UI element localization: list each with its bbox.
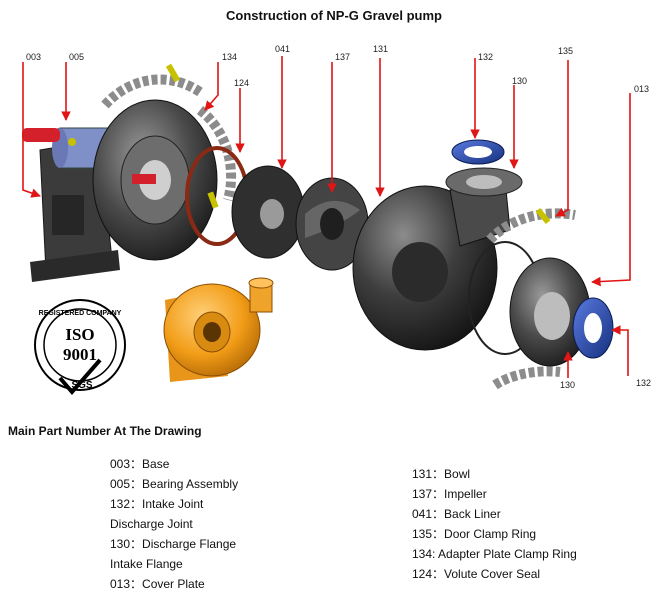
iso-certification-logo xyxy=(34,299,126,396)
callout-005: 005 xyxy=(69,52,85,62)
logo-iso-text: ISO xyxy=(65,325,94,344)
assembled-pump-image xyxy=(163,277,274,382)
part-item: 005：Bearing Assembly xyxy=(110,477,239,491)
callout-arrows xyxy=(22,56,631,378)
logo-sgs-text: SGS xyxy=(71,380,92,391)
door-clamp-ring xyxy=(486,207,576,390)
part-item: 003：Base xyxy=(110,457,170,471)
cover-plate xyxy=(509,257,591,367)
arrow-132b xyxy=(611,325,629,376)
callout-137: 137 xyxy=(335,52,351,62)
part-item: 041：Back Liner xyxy=(412,507,501,521)
arrow-135 xyxy=(555,60,569,217)
part-item: 131：Bowl xyxy=(412,467,471,481)
discharge-joint xyxy=(445,139,523,197)
arrow-013 xyxy=(591,93,631,287)
parts-list-left: 003：Base 005：Bearing Assembly 132：Intake… xyxy=(110,454,238,594)
callout-130-bottom: 130 xyxy=(560,380,576,390)
callout-013: 013 xyxy=(634,84,650,94)
back-liner xyxy=(231,165,305,259)
callout-130-top: 130 xyxy=(512,76,528,86)
callout-134: 134 xyxy=(222,52,238,62)
part-item: Discharge Joint xyxy=(110,517,193,531)
intake-joint-ring xyxy=(572,297,614,359)
parts-list-right: 131：Bowl 137：Impeller 041：Back Liner 135… xyxy=(412,464,577,584)
arrow-134 xyxy=(204,62,219,111)
part-item: 137：Impeller xyxy=(412,487,487,501)
part-item: 124：Volute Cover Seal xyxy=(412,567,541,581)
arrow-003 xyxy=(22,62,41,198)
logo-top-text: REGISTERED COMPANY xyxy=(39,310,122,317)
frame-plate xyxy=(92,99,218,261)
callout-003: 003 xyxy=(26,52,42,62)
callout-135: 135 xyxy=(558,46,574,56)
callout-041: 041 xyxy=(275,44,291,54)
diagram-title: Construction of NP-G Gravel pump xyxy=(226,8,442,23)
part-item: 132：Intake Joint xyxy=(110,497,204,511)
logo-9001-text: 9001 xyxy=(63,345,97,364)
callout-132-bottom: 132 xyxy=(636,378,652,388)
part-item: Intake Flange xyxy=(110,557,183,571)
impeller xyxy=(295,177,369,271)
part-item: 134: Adapter Plate Clamp Ring xyxy=(412,547,577,561)
bowl-casing xyxy=(352,179,511,351)
exploded-pump-diagram: REGISTERED COMPANY ISO 9001 SGS xyxy=(22,56,631,396)
callout-132-top: 132 xyxy=(478,52,494,62)
callout-124: 124 xyxy=(234,78,250,88)
part-item: 130：Discharge Flange xyxy=(110,537,237,551)
part-item: 135：Door Clamp Ring xyxy=(412,527,537,541)
parts-list-heading: Main Part Number At The Drawing xyxy=(8,424,202,438)
callout-131: 131 xyxy=(373,44,389,54)
part-item: 013：Cover Plate xyxy=(110,577,205,591)
